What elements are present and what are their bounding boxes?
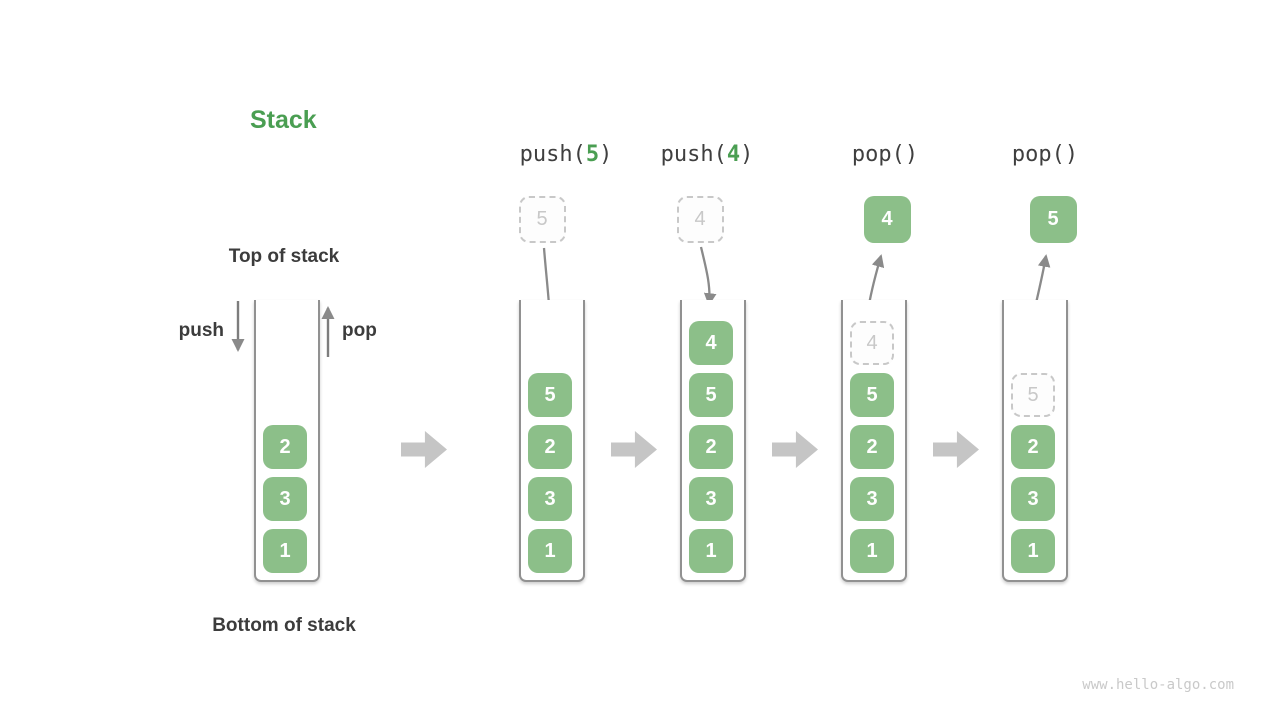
- move-arrow-into-stack: [699, 246, 717, 306]
- bottom-of-stack-label: Bottom of stack: [212, 615, 356, 636]
- stack-cell-3: 3: [850, 477, 894, 521]
- stack-cell-2: 2: [1011, 425, 1055, 469]
- stack-cell-2: 2: [689, 425, 733, 469]
- watermark: www.hello-algo.com: [1082, 677, 1234, 693]
- next-state-arrow-icon: [933, 431, 979, 468]
- stack-cell-2: 2: [850, 425, 894, 469]
- floating-element-push-5: 5: [518, 196, 566, 243]
- diagram-title: Stack: [250, 106, 317, 134]
- next-state-arrow-icon: [401, 431, 447, 468]
- top-of-stack-label: Top of stack: [228, 246, 340, 267]
- next-state-arrow-icon: [772, 431, 818, 468]
- floating-element-pop-returns-4: 4: [863, 196, 911, 243]
- op-label-push-4: push(4): [660, 142, 754, 167]
- floating-element-pop-returns-5: 5: [1029, 196, 1077, 243]
- push-direction-label: push: [178, 320, 224, 341]
- op-arg: 4: [726, 142, 741, 167]
- ghost-cell-5: 5: [1011, 373, 1055, 417]
- stack-cell-2: 2: [528, 425, 572, 469]
- stack-cell-1: 1: [263, 529, 307, 573]
- op-label-push-5: push(5): [519, 142, 613, 167]
- next-state-arrow-icon: [611, 431, 657, 468]
- op-label-pop-returns-4: pop(): [851, 142, 919, 167]
- stack-cell-1: 1: [850, 529, 894, 573]
- stack-cell-4: 4: [689, 321, 733, 365]
- stack-cell-2: 2: [263, 425, 307, 469]
- stack-cell-5: 5: [850, 373, 894, 417]
- stack-cell-3: 3: [1011, 477, 1055, 521]
- stack-cell-3: 3: [263, 477, 307, 521]
- stack-cell-1: 1: [1011, 529, 1055, 573]
- op-label-pop-returns-5: pop(): [1011, 142, 1079, 167]
- stack-cell-3: 3: [528, 477, 572, 521]
- floating-element-push-4: 4: [676, 196, 724, 243]
- stack-cell-1: 1: [528, 529, 572, 573]
- stack-cell-1: 1: [689, 529, 733, 573]
- stack-cell-5: 5: [689, 373, 733, 417]
- pop-direction-label: pop: [342, 320, 377, 341]
- op-arg: 5: [585, 142, 600, 167]
- stack-cell-3: 3: [689, 477, 733, 521]
- stack-cell-5: 5: [528, 373, 572, 417]
- ghost-cell-4: 4: [850, 321, 894, 365]
